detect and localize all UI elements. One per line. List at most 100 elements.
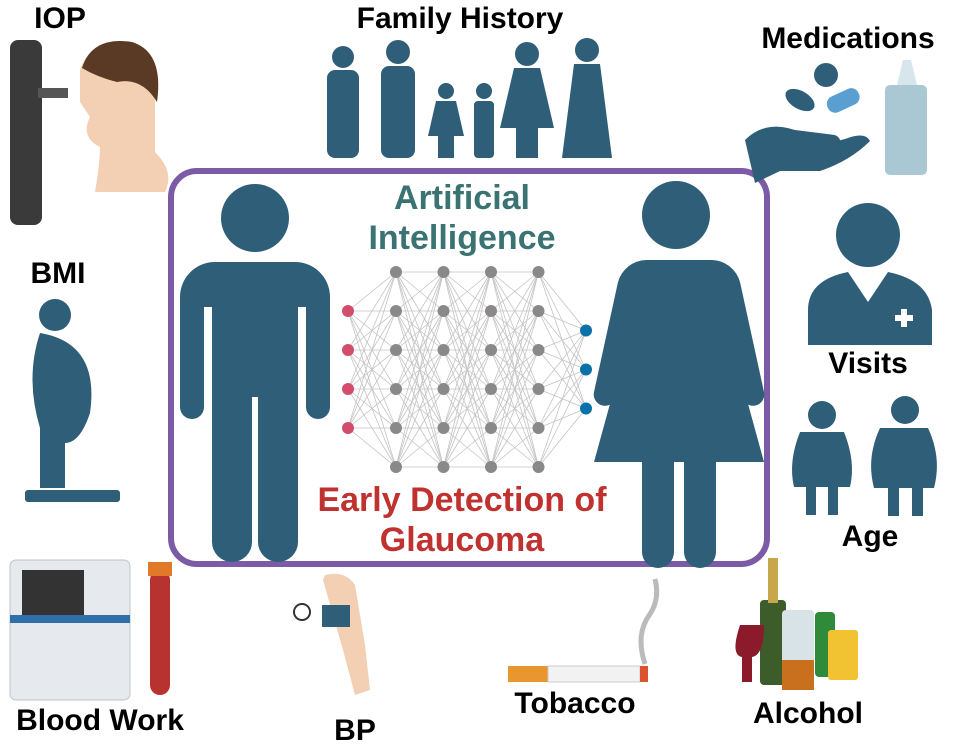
network-edge [347,310,397,429]
ai-title-line2: Intelligence [368,219,556,257]
network-edge [347,271,397,390]
network-edge [443,271,492,351]
network-edge [443,388,492,468]
male-figure-icon [180,184,330,562]
hidden-node [390,344,402,356]
hidden-node [390,383,402,395]
network-edge [538,330,587,429]
hidden-node [390,305,402,317]
network-edge [395,427,444,468]
blood-analyzer-icon [9,559,172,701]
network-edge [395,271,444,390]
network-edge [347,349,397,429]
female-figure-icon [593,181,765,568]
label-alcohol: Alcohol [753,697,863,730]
label-bp: BP [334,714,376,747]
network-edge [490,271,539,429]
output-node [580,363,592,376]
hidden-node [437,461,450,473]
alcohol-bottles-icon [735,558,858,690]
network-edge [395,388,444,468]
hidden-node [437,305,450,317]
output-node [580,324,592,337]
network-edge [347,271,397,312]
elderly-couple-icon [792,396,937,516]
network-edge [490,427,539,468]
network-edge [490,310,539,468]
network-edge [443,271,492,468]
ai-title-line1: Artificial [393,179,531,217]
bmi-person-icon [25,299,120,502]
tonometer-icon [10,40,68,225]
output-node [580,402,592,415]
network-edge [538,330,587,468]
network-edge [538,330,587,351]
hidden-node [485,383,497,395]
neural-network [342,266,592,473]
input-node [342,422,354,434]
hidden-node [485,422,497,434]
hidden-node [485,344,497,356]
network-edge [395,271,444,429]
hidden-node [437,266,450,278]
network-edge [538,330,587,390]
hidden-node [485,305,497,317]
network-edge [443,271,492,390]
hidden-node [437,422,450,434]
goal-title-line2: Glaucoma [379,521,545,559]
input-node [342,344,354,356]
hidden-node [532,305,545,317]
network-edge [443,427,492,468]
input-node [342,383,354,395]
hidden-node [437,383,450,395]
hidden-node [390,422,402,434]
hidden-node [532,344,545,356]
network-edge [490,349,539,468]
hidden-node [532,422,545,434]
network-edge [443,271,492,312]
network-edge [347,271,397,429]
label-bmi: BMI [30,257,86,290]
input-node [342,305,354,317]
goal-title: Early Detection of Glaucoma [317,480,606,560]
label-iop: IOP [34,2,86,35]
label-age: Age [841,520,899,553]
hidden-node [532,383,545,395]
network-edge [443,349,492,468]
network-edge [538,271,587,331]
network-edge [395,349,444,468]
network-edge [443,310,492,468]
patient-head-icon [80,41,169,192]
label-family-history: Family History [356,2,564,35]
label-blood-work: Blood Work [16,704,184,737]
network-edge [538,310,587,331]
hidden-node [532,266,545,278]
network-edge [538,408,587,468]
medications-icon [745,60,927,183]
network-edge [490,271,539,351]
network-edge [490,388,539,468]
blood-pressure-arm-icon [293,573,370,695]
network-edge [490,271,539,390]
network-edge [490,271,539,468]
hidden-node [390,266,402,278]
network-edge [347,388,397,429]
hidden-node [485,266,497,278]
network-edge [395,271,444,312]
hidden-node [437,344,450,356]
network-edge [347,427,397,468]
ai-title: Artificial Intelligence [368,178,555,258]
network-edge [395,310,444,468]
network-edge [490,271,539,312]
network-edge [395,271,444,351]
hidden-node [390,461,402,473]
network-edge [395,271,444,468]
cigarette-icon [508,578,660,683]
label-visits: Visits [828,347,908,380]
hidden-node [532,461,545,473]
label-tobacco: Tobacco [514,687,636,720]
network-edge [347,271,397,351]
network-edge [443,271,492,429]
label-medications: Medications [761,22,935,55]
